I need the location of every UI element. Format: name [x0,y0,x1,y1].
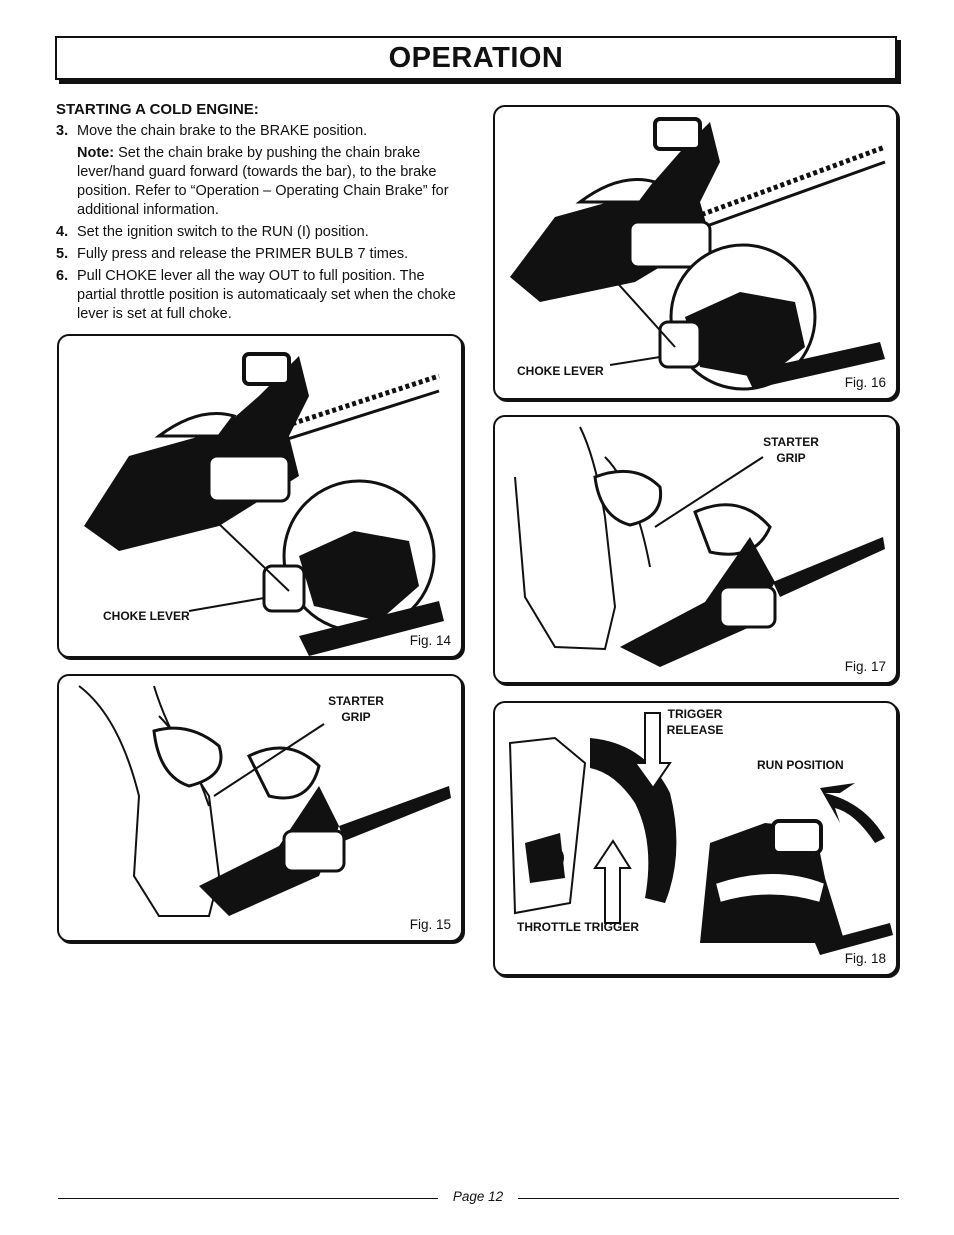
run-position-label: RUN POSITION [757,758,844,772]
figure-caption: Fig. 16 [844,375,886,390]
note-label: Note: [77,145,115,161]
throttle-trigger-label: THROTTLE TRIGGER [517,920,639,934]
step-number: 4. [56,224,69,240]
trigger-release-label: TRIGGER RELEASE [666,707,724,737]
figure-14: CHOKE LEVER Fig. 14 [57,334,463,658]
figure-16: CHOKE LEVER Fig. 16 [493,105,898,400]
starter-grip-illustration [514,426,885,667]
figure-caption: Fig. 17 [844,659,886,674]
figure-caption: Fig. 15 [409,917,451,932]
starter-grip-illustration [78,685,451,917]
choke-lever-label: CHOKE LEVER [103,609,190,623]
step-4: 4. Set the ignition switch to the RUN (I… [56,223,456,242]
page-title-box: OPERATION [55,36,897,80]
section-heading: STARTING A COLD ENGINE: [56,101,259,118]
starter-grip-label: STARTER GRIP [328,694,384,724]
step-3: 3. Move the chain brake to the BRAKE pos… [56,122,456,141]
step-number: 5. [56,246,69,262]
figure-18: TRIGGER RELEASE RUN POSITION THROTTLE TR… [493,701,898,976]
figure-caption: Fig. 18 [844,951,886,966]
chainsaw-choke-illustration [510,117,886,391]
step-number: 6. [56,268,69,284]
instructions: STARTING A COLD ENGINE: 3. Move the chai… [56,100,456,327]
page-title: OPERATION [388,41,564,74]
step-5: 5. Fully press and release the PRIMER BU… [56,245,456,264]
figure-17: STARTER GRIP Fig. 17 [493,415,898,684]
starter-grip-label: STARTER GRIP [763,435,819,465]
step-text: Pull CHOKE lever all the way OUT to full… [77,268,456,322]
note-text: Set the chain brake by pushing the chain… [77,145,449,218]
chainsaw-choke-illustration [84,352,444,656]
footer-rule-left [58,1198,438,1199]
trigger-illustration [508,712,893,955]
step-text: Move the chain brake to the BRAKE positi… [77,123,368,139]
step-6: 6. Pull CHOKE lever all the way OUT to f… [56,267,456,324]
figure-15: STARTER GRIP Fig. 15 [57,674,463,942]
note: Note: Set the chain brake by pushing the… [77,144,456,220]
choke-lever-label: CHOKE LEVER [517,364,604,378]
step-number: 3. [56,123,69,139]
footer-rule-right [518,1198,899,1199]
step-text: Fully press and release the PRIMER BULB … [77,246,409,262]
page-number: Page 12 [452,1189,504,1204]
figure-caption: Fig. 14 [409,633,451,648]
step-text: Set the ignition switch to the RUN (I) p… [77,224,369,240]
